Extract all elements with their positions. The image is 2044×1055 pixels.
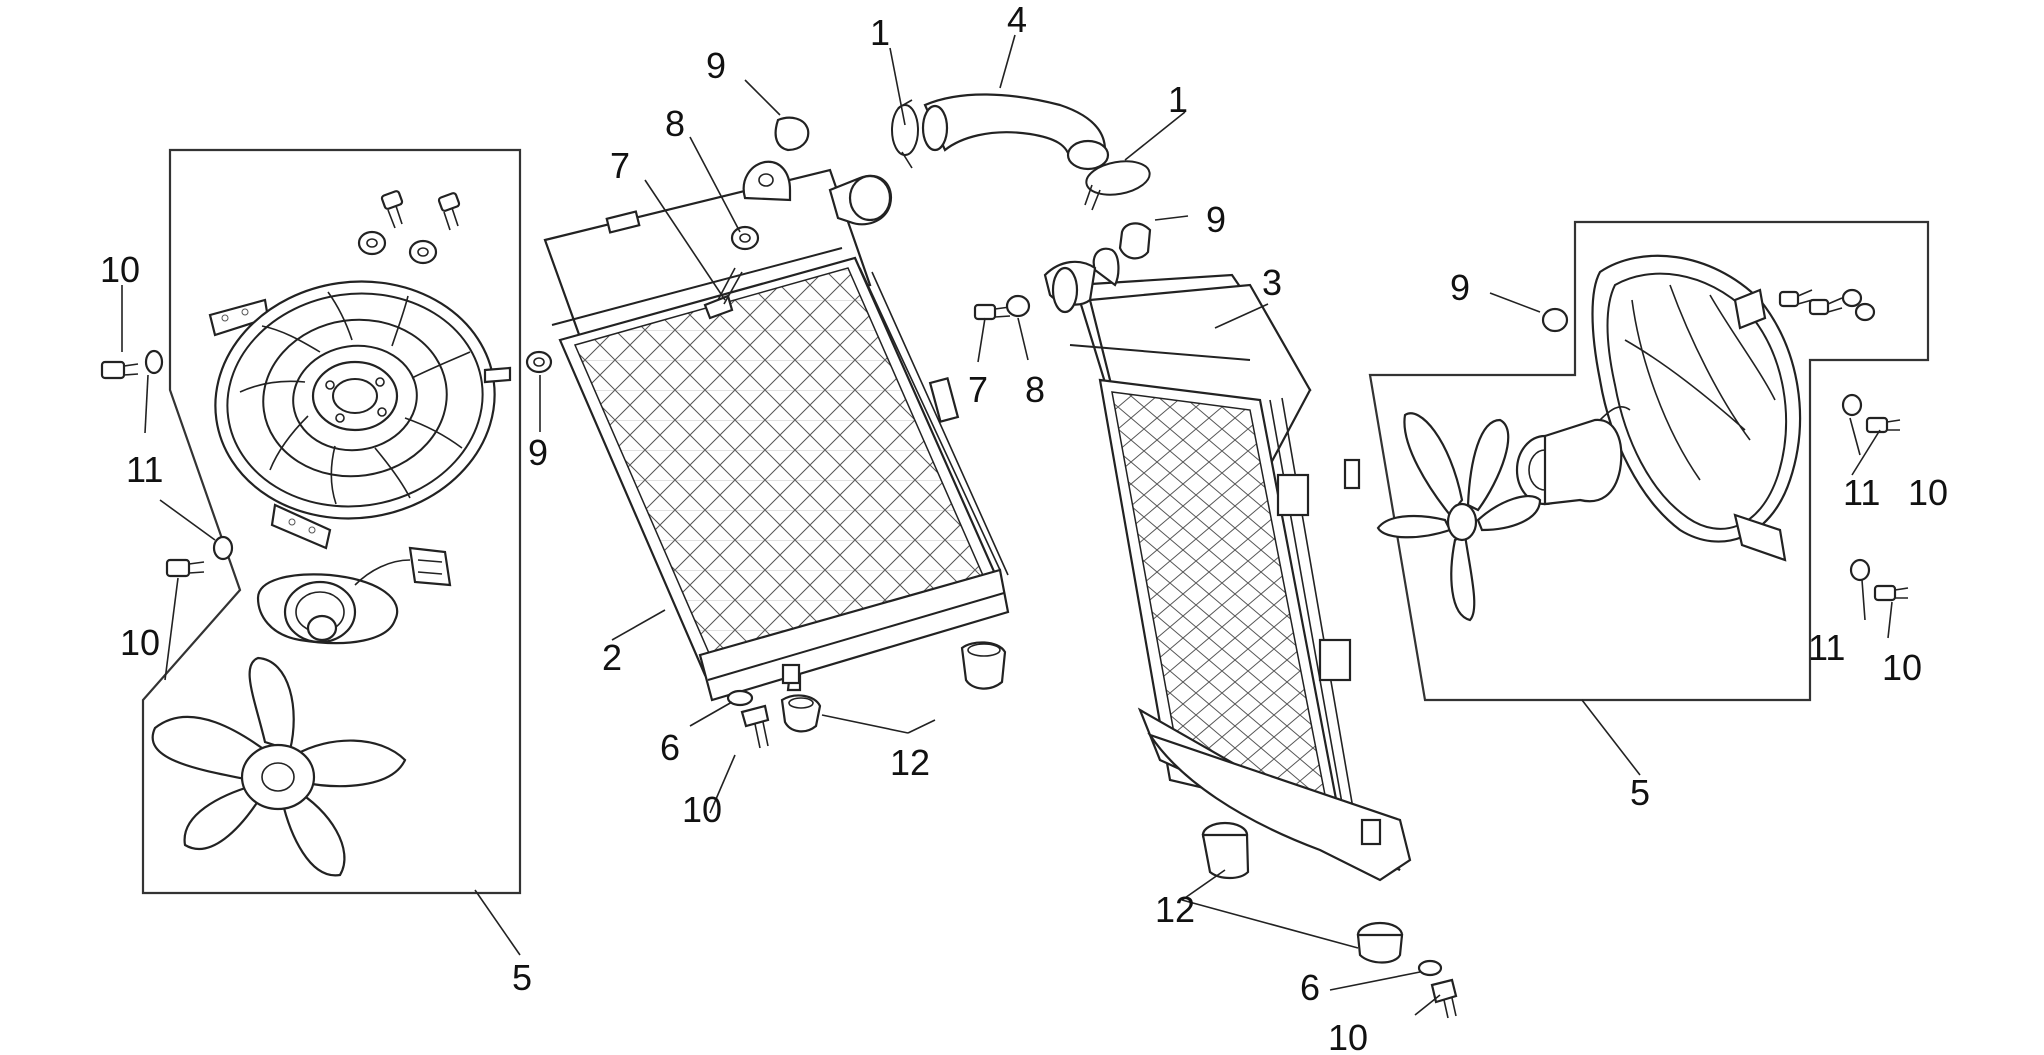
callout-3: 3 bbox=[1262, 262, 1282, 303]
left-fan-blade bbox=[151, 656, 407, 877]
callout-labels: 1 1 2 3 4 5 5 6 6 7 7 8 8 9 9 9 9 10 10 … bbox=[100, 0, 1948, 1055]
callout-9-right: 9 bbox=[1450, 267, 1470, 308]
left-kit-boundary bbox=[141, 148, 522, 895]
right-fan-assembly bbox=[1368, 220, 1930, 702]
right-radiator-hardware bbox=[973, 222, 1458, 1019]
callout-9-center: 9 bbox=[1206, 199, 1226, 240]
left-fan-shroud bbox=[208, 280, 512, 550]
callout-10-a: 10 bbox=[100, 249, 140, 290]
right-radiator bbox=[1043, 247, 1412, 882]
callout-10-b: 10 bbox=[120, 622, 160, 663]
right-fan-blade bbox=[1376, 412, 1542, 622]
callout-1-left: 1 bbox=[870, 12, 890, 53]
left-fan-assembly bbox=[100, 148, 553, 895]
callout-11-c: 11 bbox=[1808, 627, 1845, 668]
callout-10-f: 10 bbox=[1882, 647, 1922, 688]
callout-11-b: 11 bbox=[1843, 472, 1880, 513]
right-top-screws bbox=[1778, 288, 1876, 322]
right-kit-boundary bbox=[1368, 220, 1930, 702]
leader-lines bbox=[121, 34, 1893, 1016]
callout-12-right: 12 bbox=[1155, 889, 1195, 930]
right-fan-shroud bbox=[1591, 254, 1802, 562]
left-top-screws bbox=[357, 190, 461, 265]
callout-6-left: 6 bbox=[660, 727, 680, 768]
callout-12-left: 12 bbox=[890, 742, 930, 783]
right-side-hardware bbox=[1541, 307, 1909, 602]
left-side-hardware bbox=[100, 349, 553, 578]
hose-and-clamps bbox=[891, 93, 1151, 211]
callout-10-c: 10 bbox=[682, 789, 722, 830]
callout-11-a: 11 bbox=[126, 449, 163, 490]
callout-1-right: 1 bbox=[1168, 79, 1188, 120]
callout-9-top: 9 bbox=[706, 45, 726, 86]
callout-10-e: 10 bbox=[1908, 472, 1948, 513]
left-radiator bbox=[543, 116, 1010, 749]
left-fan-motor bbox=[256, 546, 452, 645]
callout-8-right: 8 bbox=[1025, 369, 1045, 410]
callout-4: 4 bbox=[1007, 0, 1027, 40]
callout-8-left: 8 bbox=[665, 103, 685, 144]
callout-5-left: 5 bbox=[512, 957, 532, 998]
callout-2: 2 bbox=[602, 637, 622, 678]
callout-5-right: 5 bbox=[1630, 772, 1650, 813]
right-fan-motor bbox=[1515, 405, 1631, 506]
callout-7-right: 7 bbox=[968, 369, 988, 410]
callout-9-left: 9 bbox=[528, 432, 548, 473]
callout-6-right: 6 bbox=[1300, 967, 1320, 1008]
callout-7-left: 7 bbox=[610, 145, 630, 186]
callout-10-d: 10 bbox=[1328, 1017, 1368, 1055]
